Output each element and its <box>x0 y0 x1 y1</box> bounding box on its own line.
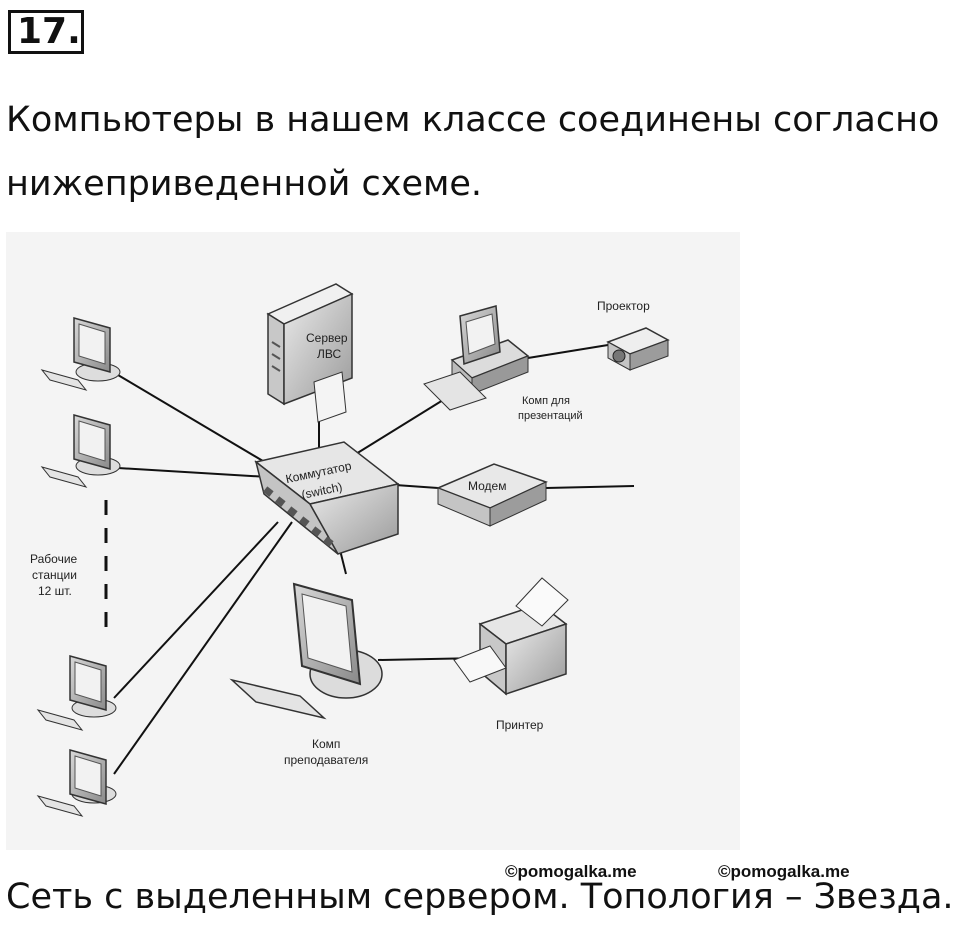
workstation-4-icon <box>36 749 117 817</box>
task-text: Компьютеры в нашем классе соединены согл… <box>6 100 940 204</box>
workstations-label-line2: станции <box>32 568 77 582</box>
workstations-label-line1: Рабочие <box>30 552 78 566</box>
server-label-line1: Сервер <box>306 331 348 345</box>
projector-label: Проектор <box>597 299 650 313</box>
teacher-pc-label-line1: Комп <box>312 737 340 751</box>
presentation-pc-icon <box>423 305 530 411</box>
presentation-pc-label-line1: Комп для <box>522 395 570 407</box>
switch-icon <box>254 441 400 555</box>
workstation-1-icon <box>40 317 121 391</box>
server-icon <box>266 283 354 423</box>
printer-icon <box>453 577 569 696</box>
teacher-pc-icon <box>229 582 383 720</box>
teacher-pc-label-line2: преподавателя <box>284 753 368 767</box>
projector-icon <box>606 327 670 371</box>
modem-icon <box>436 463 548 527</box>
modem-label: Модем <box>468 479 506 493</box>
watermark-2: ©pomogalka.me <box>718 862 850 881</box>
printer-label: Принтер <box>496 718 544 732</box>
workstations-label-line3: 12 шт. <box>38 584 72 598</box>
server-label-line2: ЛВС <box>317 347 341 361</box>
workstation-3-icon <box>36 655 117 731</box>
presentation-pc-label-line2: презентаций <box>518 410 583 422</box>
answer-text: Сеть с выделенным сервером. Топология – … <box>6 877 954 917</box>
network-diagram: Рабочие станции 12 шт. Сервер ЛВС Комп д… <box>6 232 740 850</box>
network-diagram-svg: Рабочие станции 12 шт. Сервер ЛВС Комп д… <box>30 283 670 817</box>
network-cables <box>104 344 635 775</box>
task-number: 17. <box>8 10 84 54</box>
watermark-1: ©pomogalka.me <box>505 862 637 881</box>
workstation-2-icon <box>40 414 121 488</box>
